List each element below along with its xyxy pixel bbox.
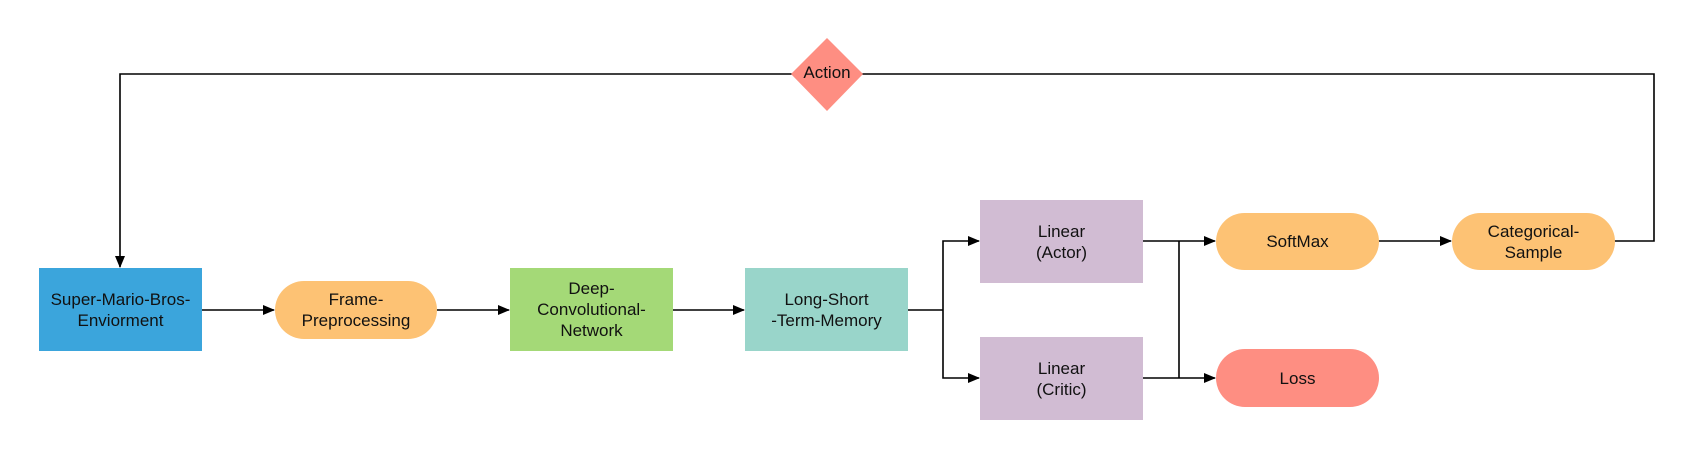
edge-action-env [115, 73, 792, 268]
node-lstm-label: Long-Short -Term-Memory [771, 289, 882, 330]
node-softmax: SoftMax [1216, 213, 1379, 270]
node-long-short-term-memory: Long-Short -Term-Memory [745, 268, 908, 351]
node-loss: Loss [1216, 349, 1379, 407]
node-deep-convolutional-network: Deep- Convolutional- Network [510, 268, 673, 351]
node-frame-preprocessing: Frame- Preprocessing [275, 281, 437, 339]
node-environment: Super-Mario-Bros- Enviorment [39, 268, 202, 351]
action-diamond [791, 38, 863, 111]
node-linear-actor: Linear (Actor) [980, 200, 1143, 283]
node-sample-label: Categorical- Sample [1487, 221, 1580, 262]
node-loss-label: Loss [1279, 368, 1316, 388]
edge-lstm-actor [942, 236, 980, 310]
edge-lstm-critic [942, 310, 980, 383]
action-label: Action [803, 63, 851, 82]
node-critic-label: Linear (Critic) [1036, 358, 1087, 399]
edge-sample-action [862, 73, 1655, 242]
node-categorical-sample: Categorical- Sample [1452, 213, 1615, 270]
node-linear-critic: Linear (Critic) [980, 337, 1143, 420]
node-softmax-label: SoftMax [1266, 232, 1329, 251]
node-frame-preprocessing-label: Frame- Preprocessing [301, 290, 411, 330]
node-cnn-label: Deep- Convolutional- Network [537, 279, 646, 340]
node-environment-label: Super-Mario-Bros- Enviorment [50, 289, 191, 330]
node-actor-label: Linear (Actor) [1036, 221, 1087, 262]
